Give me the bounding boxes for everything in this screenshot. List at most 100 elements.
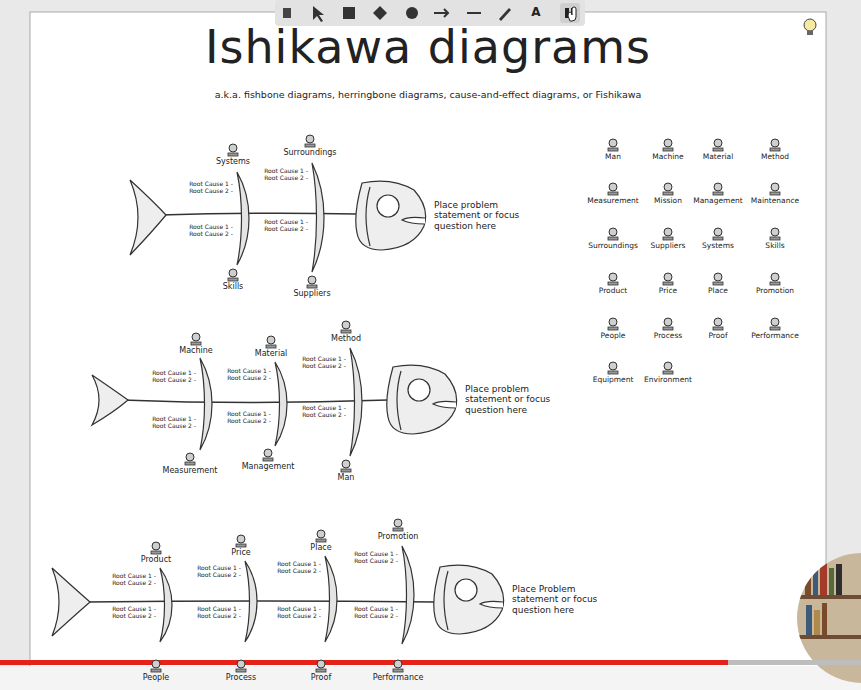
category-label: Product [141,556,171,565]
root-cause-text: Root Cause 1 - [302,356,346,363]
icon-head [229,144,237,152]
fish-head: Place Problem statement or focus questio… [430,562,620,637]
root-cause-text: Root Cause 1 - [264,168,308,175]
video-footer [0,666,861,690]
icon-body [263,458,273,461]
icon-body [663,148,673,151]
category-label: Surroundings [588,242,638,250]
icon-head [317,530,325,538]
pencil-icon [499,8,511,21]
category-icon [151,542,161,554]
eye [408,379,430,401]
rib [350,348,362,456]
category-icon [236,660,246,672]
icon-head [609,273,617,281]
category-label: Price [659,287,677,295]
mouth [480,601,503,608]
rib [402,546,414,644]
root-cause-text: Root Cause 2 - [277,568,321,575]
rib [237,172,249,265]
icon-head [771,228,779,236]
icon-body [663,237,673,240]
root-cause-text: Root Cause 1 - [112,573,156,580]
fish-head-outline [430,562,510,637]
root-cause-text: Root Cause 1 - [277,561,321,568]
rib [200,358,212,450]
category-icon [151,660,161,672]
icon-body [663,192,673,195]
icon-body [316,669,326,672]
icon-head [714,318,722,326]
problem-statement: Place Problem statement or focus questio… [512,584,612,615]
icon-head [342,460,350,468]
icon-body [713,327,723,330]
category-icon [266,336,276,348]
diagram-title: Ishikawa diagrams [205,22,651,73]
icon-body [151,551,161,554]
head-shape [434,565,504,634]
category-label: Proof [708,332,727,340]
tail-fin [52,568,90,636]
icon-head [609,228,617,236]
category-label: Skills [223,283,244,292]
category-label: Man [338,474,355,483]
root-cause-text: Root Cause 2 - [112,613,156,620]
icon-body [151,669,161,672]
fish-head-outline [383,362,463,437]
root-cause-text: Root Cause 2 - [152,423,196,430]
tail-fin [92,375,128,425]
icon-head [771,139,779,147]
category-icon [393,660,403,672]
icon-head [664,228,672,236]
fishbone-1 [130,163,357,272]
root-cause-text: Root Cause 2 - [264,175,308,182]
category-icon [770,318,780,330]
category-label: Performance [373,674,424,683]
icon-head [664,362,672,370]
icon-head [609,139,617,147]
icon-body [236,544,246,547]
icon-head [152,660,160,668]
category-icon [393,519,403,531]
category-icon [185,453,195,465]
icon-body [393,669,403,672]
fish-head: Place problem statement or focus questio… [383,362,573,437]
icon-head [237,535,245,543]
root-cause-text: Root Cause 2 - [354,558,398,565]
category-icon [608,183,618,195]
spine [160,213,357,215]
category-label: Material [255,350,288,359]
category-icon [236,535,246,547]
root-cause-text: Root Cause 2 - [152,377,196,384]
eye [377,195,399,217]
spine [86,601,435,602]
root-cause-text: Root Cause 2 - [302,412,346,419]
category-icon [770,228,780,240]
fish-head-outline [352,178,432,253]
icon-body [191,342,201,345]
icon-body [713,148,723,151]
root-cause-text: Root Cause 1 - [227,411,271,418]
spine [122,400,388,403]
category-icon [713,139,723,151]
problem-statement: Place problem statement or focus questio… [434,200,534,231]
category-icon [608,318,618,330]
progress-track [0,660,861,665]
category-icon [608,273,618,285]
icon-head [664,273,672,281]
category-icon [228,144,238,156]
icon-head [771,273,779,281]
tail-fin [130,180,166,255]
rect-icon [343,7,355,19]
root-cause-text: Root Cause 1 - [189,181,233,188]
icon-body [770,327,780,330]
icon-body [316,539,326,542]
canvas [30,12,826,672]
icon-head [267,336,275,344]
icon-head [152,542,160,550]
category-label: Skills [765,242,784,250]
category-label: Management [242,463,295,472]
icon-head [771,318,779,326]
